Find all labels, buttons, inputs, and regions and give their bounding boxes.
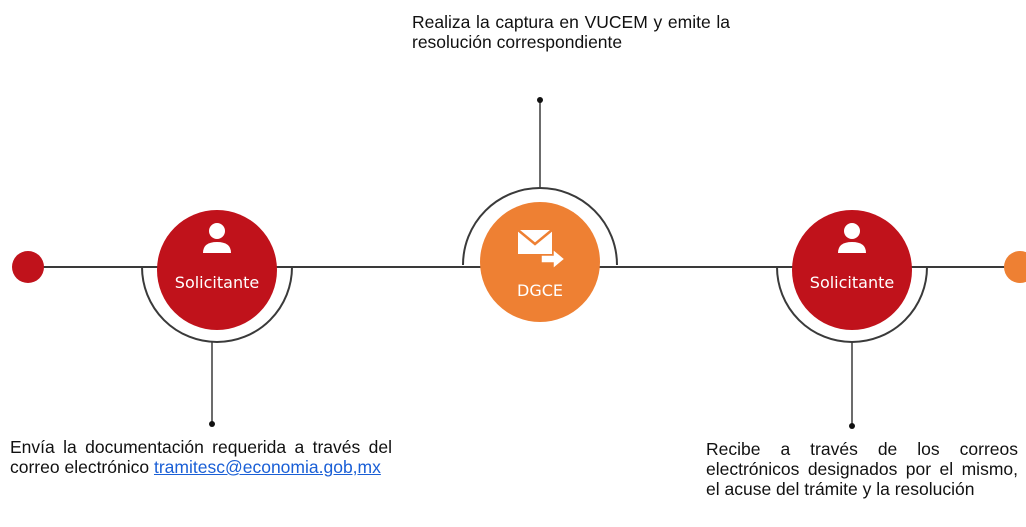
timeline-start-dot: [12, 251, 44, 283]
node-1-arc: [141, 266, 293, 343]
node-1-connector-dot: [209, 421, 215, 427]
node-2-label: DGCE: [517, 281, 563, 300]
step-3-text: Recibe a través de los correos electróni…: [706, 439, 1018, 499]
email-link[interactable]: tramitesc@economia.gob,mx: [153, 457, 381, 477]
node-2-circle: [480, 202, 600, 322]
node-3-connector-dot: [849, 423, 855, 429]
person-icon: [203, 223, 231, 253]
node-3-circle: [792, 210, 912, 330]
node-3-label: Solicitante: [809, 273, 895, 292]
email-forward-icon: [517, 229, 567, 271]
timeline-end-dot: [1004, 251, 1026, 283]
step-1-text: Envía la documentación requerida a travé…: [10, 437, 392, 477]
node-1-circle: [157, 210, 277, 330]
node-1-label: Solicitante: [174, 273, 260, 292]
node-2-connector-dot: [537, 97, 543, 103]
person-icon: [838, 223, 866, 253]
step-2-text: Realiza la captura en VUCEM y emite la r…: [412, 12, 730, 52]
node-3-arc: [776, 266, 928, 343]
